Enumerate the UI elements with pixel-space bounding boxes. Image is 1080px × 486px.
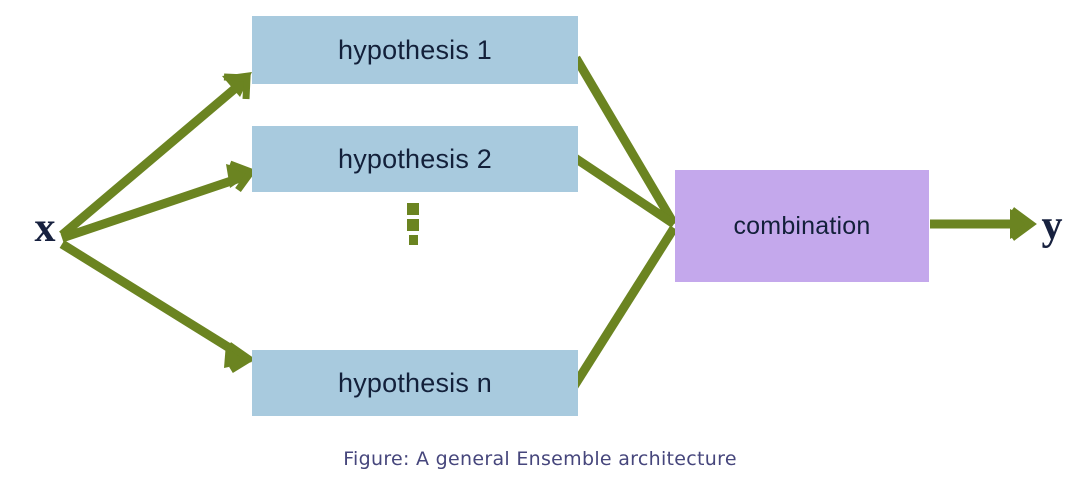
figure-caption: Figure: A general Ensemble architecture: [343, 448, 737, 470]
edge-x-to-hypothesis-n: [59, 240, 256, 373]
ellipsis-dot: [407, 203, 419, 215]
edge-x-to-hypothesis-2: [60, 160, 257, 243]
edge-hypothesis-n-to-combination: [569, 225, 678, 391]
ellipsis-dot: [408, 235, 418, 245]
ellipsis-dot: [407, 219, 419, 231]
hypothesis-2-box[interactable]: hypothesis 2: [252, 126, 578, 192]
edge-x-to-hypothesis-1: [59, 72, 252, 239]
edge-hypothesis-2-to-combination: [572, 154, 677, 228]
combination-box[interactable]: combination: [675, 170, 929, 282]
edge-hypothesis-1-to-combination: [572, 55, 678, 227]
hypothesis-n-label: hypothesis n: [338, 367, 492, 398]
hypothesis-1-label: hypothesis 1: [338, 34, 492, 65]
hypothesis-2-label: hypothesis 2: [338, 143, 492, 174]
input-label-x: x: [34, 205, 56, 251]
hypothesis-1-box[interactable]: hypothesis 1: [252, 16, 578, 84]
hypothesis-n-box[interactable]: hypothesis n: [252, 350, 578, 416]
output-label-y: y: [1041, 203, 1063, 249]
vertical-ellipsis-icon: [405, 203, 421, 245]
edge-combination-to-y: [930, 207, 1037, 241]
combination-label: combination: [733, 211, 871, 240]
